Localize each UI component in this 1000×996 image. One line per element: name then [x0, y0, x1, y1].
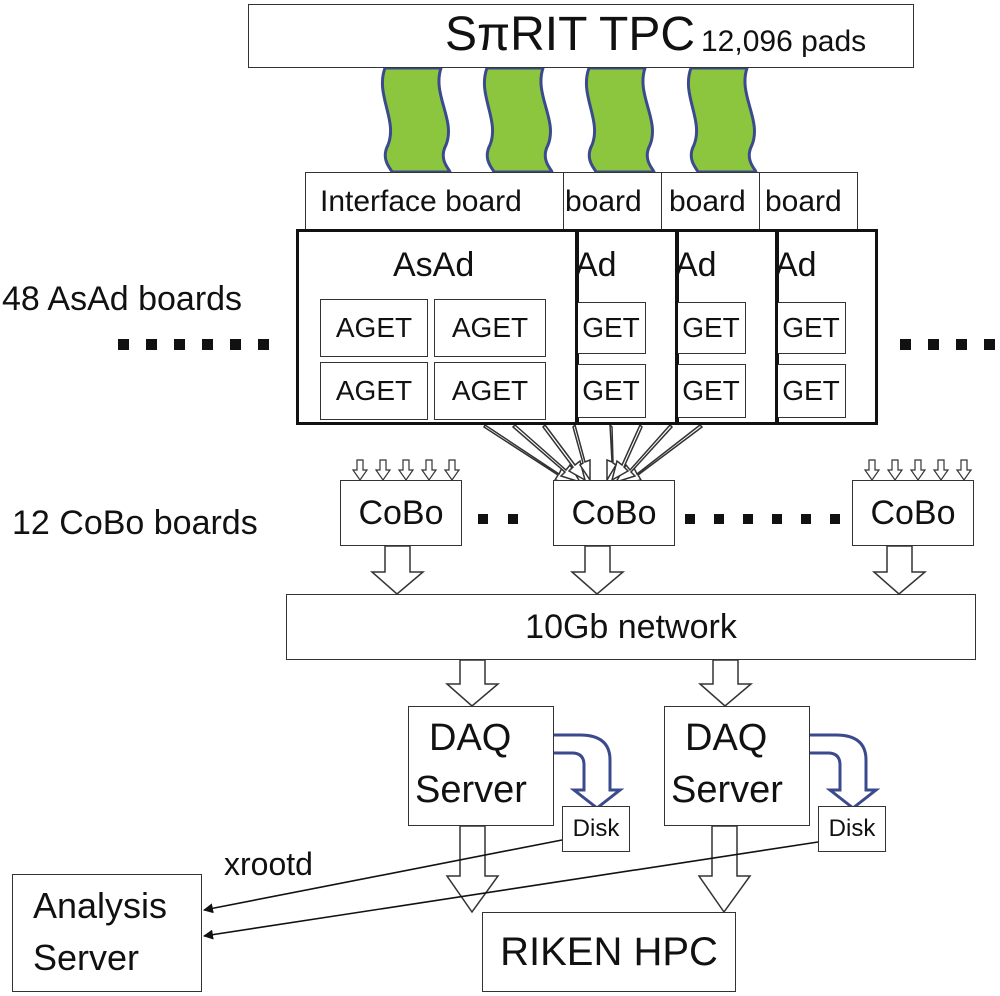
tpc-pads: 12,096 pads	[701, 25, 867, 58]
daq-server-1: DAQ Server	[408, 706, 554, 826]
flex-cable-1	[380, 66, 452, 174]
aget-chip: AGET	[320, 299, 428, 357]
analysis-server-line1: Analysis	[33, 885, 168, 926]
aget-chip: GET	[776, 364, 846, 418]
cobo-board-3: CoBo	[852, 480, 974, 546]
analysis-server: Analysis Server	[12, 874, 202, 992]
xrootd-label: xrootd	[224, 846, 313, 882]
daq-server-line2: Server	[415, 769, 527, 811]
asad-board-1: AsAd AGET AGET AGET AGET	[296, 229, 578, 425]
flex-cable-2	[482, 66, 554, 174]
block-arrows	[370, 545, 928, 914]
xrootd-arrows	[203, 839, 819, 940]
tpc-box: SπRIT TPC 12,096 pads	[248, 4, 914, 68]
interface-board-3: board	[660, 172, 760, 230]
riken-hpc: RIKEN HPC	[482, 912, 736, 992]
riken-hpc-label: RIKEN HPC	[500, 929, 718, 974]
asad-board-2: Ad GET GET	[575, 229, 678, 425]
aget-chip: GET	[676, 364, 746, 418]
interface-board-label: board	[669, 185, 746, 218]
interface-board-2: board	[562, 172, 662, 230]
daq-server-line1: DAQ	[685, 717, 768, 759]
cobo-board-2: CoBo	[553, 480, 675, 546]
tpc-title: SπRIT TPC	[445, 8, 696, 61]
analysis-server-line2: Server	[33, 937, 140, 978]
aget-chip: AGET	[434, 299, 546, 357]
aget-chip: GET	[576, 364, 646, 418]
network-label: 10Gb network	[525, 607, 737, 646]
cobo-count-label: 12 CoBo boards	[12, 504, 258, 542]
small-input-arrows	[351, 459, 973, 482]
flex-cables	[380, 66, 758, 174]
asad-board-4: Ad GET GET	[775, 229, 878, 425]
asad-title: Ad	[575, 246, 617, 284]
disk-2: Disk	[818, 806, 886, 852]
network-bar: 10Gb network	[286, 594, 976, 660]
asad-title: Ad	[675, 246, 717, 284]
aget-chip: AGET	[434, 362, 546, 420]
daq-server-2: DAQ Server	[664, 706, 810, 826]
disk-1: Disk	[562, 806, 630, 852]
daq-server-line2: Server	[671, 769, 783, 811]
flex-cable-3	[584, 66, 656, 174]
interface-board-label: board	[565, 185, 642, 218]
cobo-board-1: CoBo	[340, 480, 462, 546]
interface-board-label: Interface board	[320, 185, 522, 218]
aget-chip: GET	[676, 302, 746, 354]
asad-count-label: 48 AsAd boards	[2, 280, 243, 318]
interface-board-label: board	[765, 185, 842, 218]
aget-chip: GET	[776, 302, 846, 354]
ellipsis-dots	[118, 339, 995, 524]
asad-title: Ad	[775, 246, 817, 284]
aget-chip: AGET	[320, 362, 428, 420]
asad-to-cobo-arrows	[483, 423, 704, 486]
aget-chip: GET	[576, 302, 646, 354]
daq-server-line1: DAQ	[429, 717, 512, 759]
interface-board-4: board	[758, 172, 858, 230]
asad-title: AsAd	[393, 246, 475, 284]
interface-board-1: Interface board	[305, 172, 564, 230]
asad-board-3: Ad GET GET	[675, 229, 778, 425]
flex-cable-4	[686, 66, 758, 174]
